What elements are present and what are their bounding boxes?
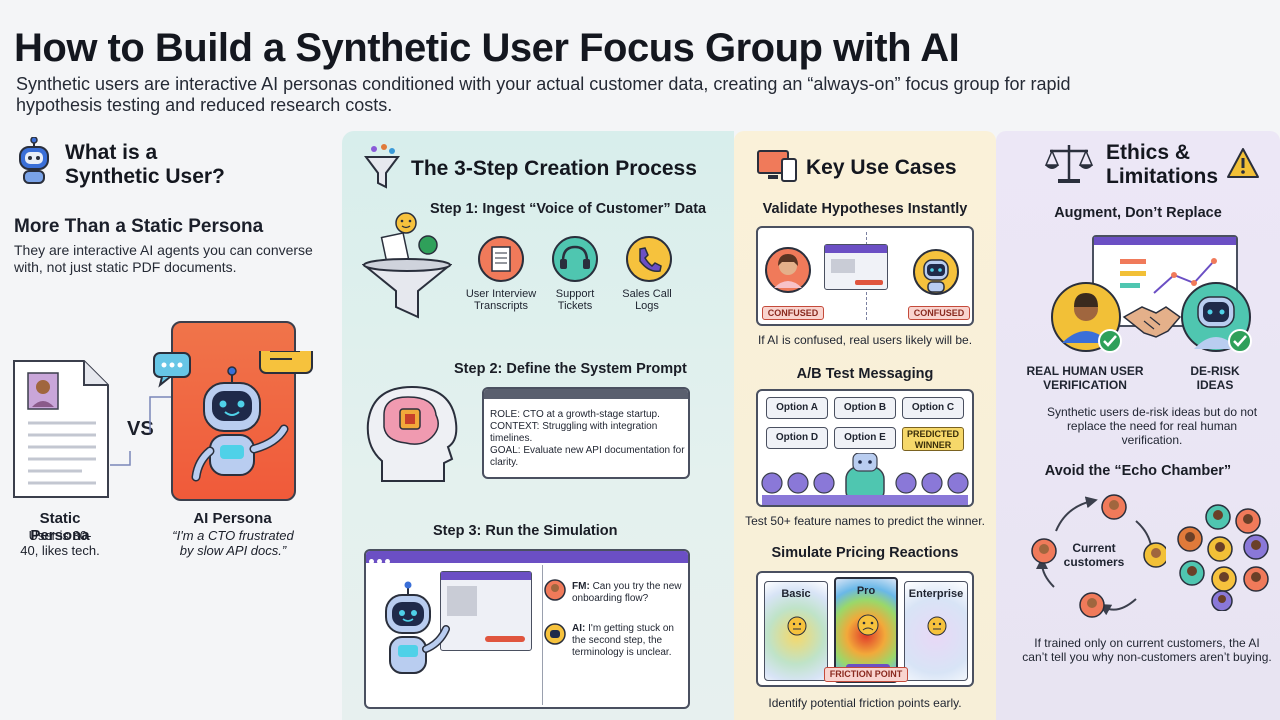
option-a: Option A: [766, 397, 828, 419]
source-1: User Interview Transcripts: [465, 288, 537, 312]
system-prompt-card: ROLE: CTO at a growth-stage startup. CON…: [482, 387, 690, 479]
phone-icon: [626, 236, 672, 282]
section1-description: They are interactive AI agents you can c…: [14, 242, 313, 275]
section4-heading-line2: Limitations: [1106, 165, 1219, 188]
case3-title: Simulate Pricing Reactions: [771, 545, 959, 561]
hypothesis-card: CONFUSED CONFUSED: [756, 226, 974, 326]
audience-crowd: [761, 453, 969, 505]
panel-what-is: What is a Synthetic User? More Than a St…: [0, 131, 340, 720]
step2-title: Step 2: Define the System Prompt: [454, 361, 687, 377]
confused-tag-right: CONFUSED: [908, 306, 970, 320]
pricing-card: Basic Pro Enterprise FRICTION POINT: [756, 571, 974, 687]
option-d: Option D: [766, 427, 828, 449]
robot-icon: [19, 137, 49, 184]
document-icon: [13, 360, 109, 498]
section1-heading-line2: Synthetic User?: [65, 165, 225, 188]
ai-persona-label: AI Persona: [193, 510, 272, 527]
neutral-face-icon: [787, 616, 807, 636]
simulation-window: FM: Can you try the new onboarding flow?…: [364, 549, 690, 709]
source-2: Support Tickets: [555, 288, 595, 312]
panel-ethics: Ethics & Limitations Augment, Don’t Repl…: [996, 131, 1280, 720]
robot-icon: [544, 623, 566, 645]
option-b: Option B: [834, 397, 896, 419]
step3-title: Step 3: Run the Simulation: [433, 523, 618, 539]
fm-message: FM: Can you try the new onboarding flow?: [572, 581, 684, 605]
robot-icon: [385, 581, 450, 674]
ai-persona-desc: “I'm a CTO frustrated by slow API docs.”: [172, 528, 294, 558]
avatar: [544, 579, 566, 601]
tier-enterprise: Enterprise: [904, 581, 968, 681]
robot-icon: [913, 249, 959, 295]
avatar: [1051, 282, 1122, 353]
line-graph-icon: [1120, 258, 1217, 294]
tier-pro: Pro: [834, 577, 898, 683]
friction-point-tag: FRICTION POINT: [824, 667, 908, 682]
headset-icon: [552, 236, 598, 282]
option-c: Option C: [902, 397, 964, 419]
fm-text: Can you try the new onboarding flow?: [572, 581, 682, 604]
tier-enterprise-label: Enterprise: [908, 588, 964, 600]
robot-icon: [1181, 282, 1252, 353]
tier-pro-label: Pro: [856, 585, 876, 597]
ethics-sub1: Augment, Don’t Replace: [1054, 205, 1222, 221]
neutral-face-icon: [927, 616, 947, 636]
echo-chamber-cycle: [1031, 494, 1166, 618]
predicted-winner-badge: PREDICTED WINNER: [902, 427, 964, 451]
brain-icon: [366, 385, 458, 482]
step1-title: Step 1: Ingest “Voice of Customer” Data: [430, 201, 707, 217]
page-subtitle: Synthetic users are interactive AI perso…: [16, 74, 1071, 115]
page-title: How to Build a Synthetic User Focus Grou…: [14, 26, 960, 70]
section1-heading: What is a Synthetic User?: [65, 141, 265, 189]
tier-basic: Basic: [764, 581, 828, 681]
section2-heading: The 3-Step Creation Process: [411, 157, 697, 180]
document-icon: [478, 236, 524, 282]
section4-heading: Ethics & Limitations: [1106, 141, 1246, 189]
section4-heading-line1: Ethics &: [1106, 141, 1191, 164]
tier-basic-label: Basic: [781, 588, 811, 600]
option-e: Option E: [834, 427, 896, 449]
funnel-icon: [362, 212, 452, 319]
funnel-icon: [364, 144, 400, 189]
scales-icon: [1044, 145, 1094, 183]
robot-icon: [153, 351, 313, 482]
prompt-line-2: CONTEXT: Struggling with integration tim…: [490, 421, 658, 444]
case1-caption: If AI is confused, real users likely wil…: [757, 333, 973, 347]
ai-message: AI: I'm getting stuck on the second step…: [572, 623, 684, 659]
ethics-caption2: If trained only on current customers, th…: [1022, 636, 1272, 664]
handshake-icon: [1122, 306, 1182, 338]
case2-caption: Test 50+ feature names to predict the wi…: [745, 514, 985, 528]
section1-heading-line1: What is a: [65, 141, 158, 164]
case2-title: A/B Test Messaging: [796, 366, 934, 382]
real-human-label: REAL HUMAN USER VERIFICATION: [1026, 364, 1144, 392]
source-3: Sales Call Logs: [622, 288, 672, 312]
frown-face-icon: [857, 614, 879, 636]
fm-speaker: FM:: [572, 581, 590, 592]
case3-caption: Identify potential friction points early…: [768, 696, 962, 710]
static-persona-desc: User is 30-40, likes tech.: [20, 528, 100, 558]
ab-test-card: Option A Option B Option C Option D Opti…: [756, 389, 974, 507]
devices-icon: [757, 150, 797, 182]
static-persona-label: Static Persona: [30, 510, 90, 544]
confused-tag-left: CONFUSED: [762, 306, 824, 320]
derisk-label: DE-RISK IDEAS: [1190, 364, 1240, 392]
case1-title: Validate Hypotheses Instantly: [762, 201, 968, 217]
vs-label: VS: [127, 418, 154, 440]
section1-subheading: More Than a Static Persona: [14, 216, 264, 237]
section3-heading: Key Use Cases: [806, 156, 957, 179]
onboarding-mockup: [440, 571, 532, 651]
panel-creation-process: The 3-Step Creation Process Step 1: Inge…: [342, 131, 734, 720]
current-customers-label: Current customers: [1063, 541, 1125, 569]
panel-use-cases: Key Use Cases Validate Hypotheses Instan…: [734, 131, 996, 720]
connector-line: [110, 396, 174, 466]
prompt-line-1: ROLE: CTO at a growth-stage startup.: [490, 409, 660, 420]
ai-text: I'm getting stuck on the second step, th…: [572, 623, 674, 658]
warning-icon: [1227, 148, 1259, 178]
non-customers-crowd: [1177, 504, 1269, 611]
ai-speaker: AI:: [572, 623, 586, 634]
avatar: [765, 247, 811, 293]
prompt-line-3: GOAL: Evaluate new API documentation for…: [490, 445, 685, 468]
ethics-sub2: Avoid the “Echo Chamber”: [1044, 463, 1232, 479]
ethics-caption1: Synthetic users de-risk ideas but do not…: [1046, 405, 1258, 447]
